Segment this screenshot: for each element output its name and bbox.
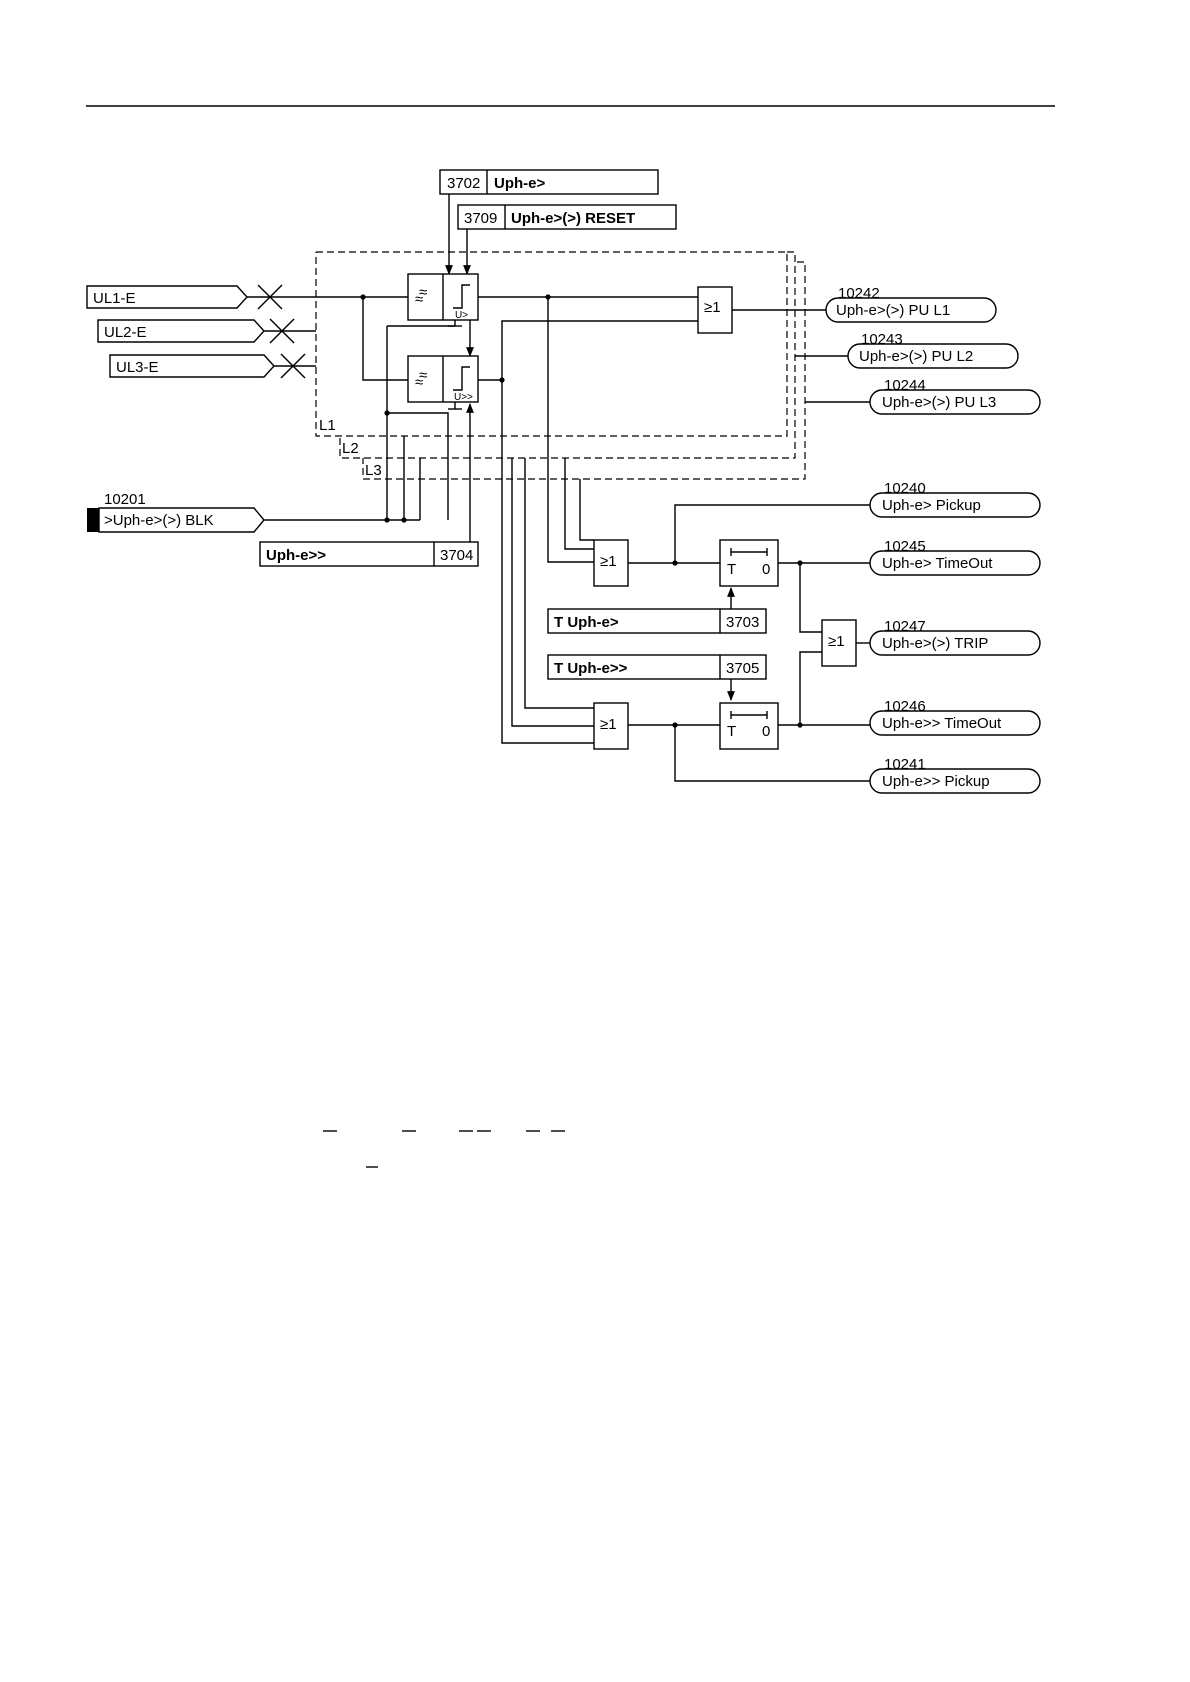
cross-marker-ul3: [280, 353, 306, 379]
setting-3705: T Uph-e>> 3705: [547, 654, 767, 680]
threshold-label-gtgt: U>>: [454, 392, 473, 403]
output-10246-label: Uph-e>> TimeOut: [882, 715, 1002, 732]
setting-3702: 3702 Uph-e>: [439, 169, 659, 195]
setting-3704-addr: 3704: [440, 547, 473, 564]
setting-3702-name: Uph-e>: [494, 175, 545, 192]
setting-3703: T Uph-e> 3703: [547, 608, 767, 634]
setting-3702-addr: 3702: [447, 175, 480, 192]
or-gate-pickup-gtgt: ≥1: [593, 702, 629, 750]
phase-label-l2: L2: [342, 440, 359, 457]
setting-3703-addr: 3703: [726, 614, 759, 631]
filter-icon-2: ≈: [419, 367, 427, 384]
output-10247-label: Uph-e>(>) TRIP: [882, 635, 988, 652]
output-10245: 10245 Uph-e> TimeOut: [869, 538, 1041, 576]
setting-3704: Uph-e>> 3704: [259, 541, 479, 567]
setting-3709-name: Uph-e>(>) RESET: [511, 210, 635, 227]
output-10241-label: Uph-e>> Pickup: [882, 773, 990, 790]
output-10243-label: Uph-e>(>) PU L2: [859, 348, 973, 365]
timer-gt: T 0: [719, 539, 779, 587]
output-10242-label: Uph-e>(>) PU L1: [836, 302, 950, 319]
timer-gtgt-t: T: [727, 723, 736, 740]
svg-text:≈: ≈: [419, 284, 427, 301]
threshold-icon: [453, 284, 470, 309]
or-gate-pickup-gtgt-symbol: ≥1: [600, 716, 617, 733]
svg-text:≈: ≈: [415, 374, 423, 391]
timer-gt-t: T: [727, 561, 736, 578]
measure-block-u-gt: ≈ ≈ U>: [407, 273, 479, 321]
or-gate-pickup-gt-symbol: ≥1: [600, 553, 617, 570]
output-10243: 10243 Uph-e>(>) PU L2: [847, 331, 1019, 369]
input-blk: 10201 >Uph-e>(>) BLK: [87, 491, 265, 533]
setting-3704-name: Uph-e>>: [266, 547, 326, 564]
timer-gtgt: T 0: [719, 702, 779, 750]
timer-gtgt-0: 0: [762, 723, 770, 740]
input-ul2-label: UL2-E: [104, 324, 147, 341]
or-gate-pickup-gt: ≥1: [593, 539, 629, 587]
or-gate-trip: ≥1: [821, 619, 857, 667]
phase-label-l3: L3: [365, 462, 382, 479]
setting-3709: 3709 Uph-e>(>) RESET: [457, 204, 677, 230]
output-10242: 10242 Uph-e>(>) PU L1: [825, 285, 997, 323]
output-10246: 10246 Uph-e>> TimeOut: [869, 698, 1041, 736]
measure-block-u-gtgt: ≈ ≈ U>>: [407, 355, 479, 403]
filter-icon: ≈: [415, 291, 423, 308]
output-10244-label: Uph-e>(>) PU L3: [882, 394, 996, 411]
setting-3705-addr: 3705: [726, 660, 759, 677]
or-gate-pu-l1: ≥1: [697, 286, 733, 334]
input-ul1: UL1-E: [86, 285, 248, 309]
or-gate-trip-symbol: ≥1: [828, 633, 845, 650]
output-10247: 10247 Uph-e>(>) TRIP: [869, 618, 1041, 656]
input-ul1-label: UL1-E: [93, 290, 136, 307]
setting-3703-name: T Uph-e>: [554, 614, 619, 631]
input-blk-label: >Uph-e>(>) BLK: [104, 512, 214, 529]
cross-marker-ul2: [269, 318, 295, 344]
output-10240-label: Uph-e> Pickup: [882, 497, 981, 514]
threshold-label-gt: U>: [455, 310, 468, 321]
output-10244: 10244 Uph-e>(>) PU L3: [869, 377, 1041, 415]
cross-marker-ul1: [257, 284, 283, 310]
threshold-icon-2: [453, 366, 470, 391]
phase-label-l1: L1: [319, 417, 336, 434]
output-10245-label: Uph-e> TimeOut: [882, 555, 993, 572]
output-10240: 10240 Uph-e> Pickup: [869, 480, 1041, 518]
input-ul2: UL2-E: [97, 319, 265, 343]
output-10241: 10241 Uph-e>> Pickup: [869, 756, 1041, 794]
timer-gt-0: 0: [762, 561, 770, 578]
phase-frames: L1 L2 L3: [315, 251, 806, 480]
input-blk-no: 10201: [104, 491, 146, 508]
input-ul3: UL3-E: [109, 354, 275, 378]
or-gate-pu-l1-symbol: ≥1: [704, 299, 721, 316]
setting-3705-name: T Uph-e>>: [554, 660, 628, 677]
input-ul3-label: UL3-E: [116, 359, 159, 376]
setting-3709-addr: 3709: [464, 210, 497, 227]
